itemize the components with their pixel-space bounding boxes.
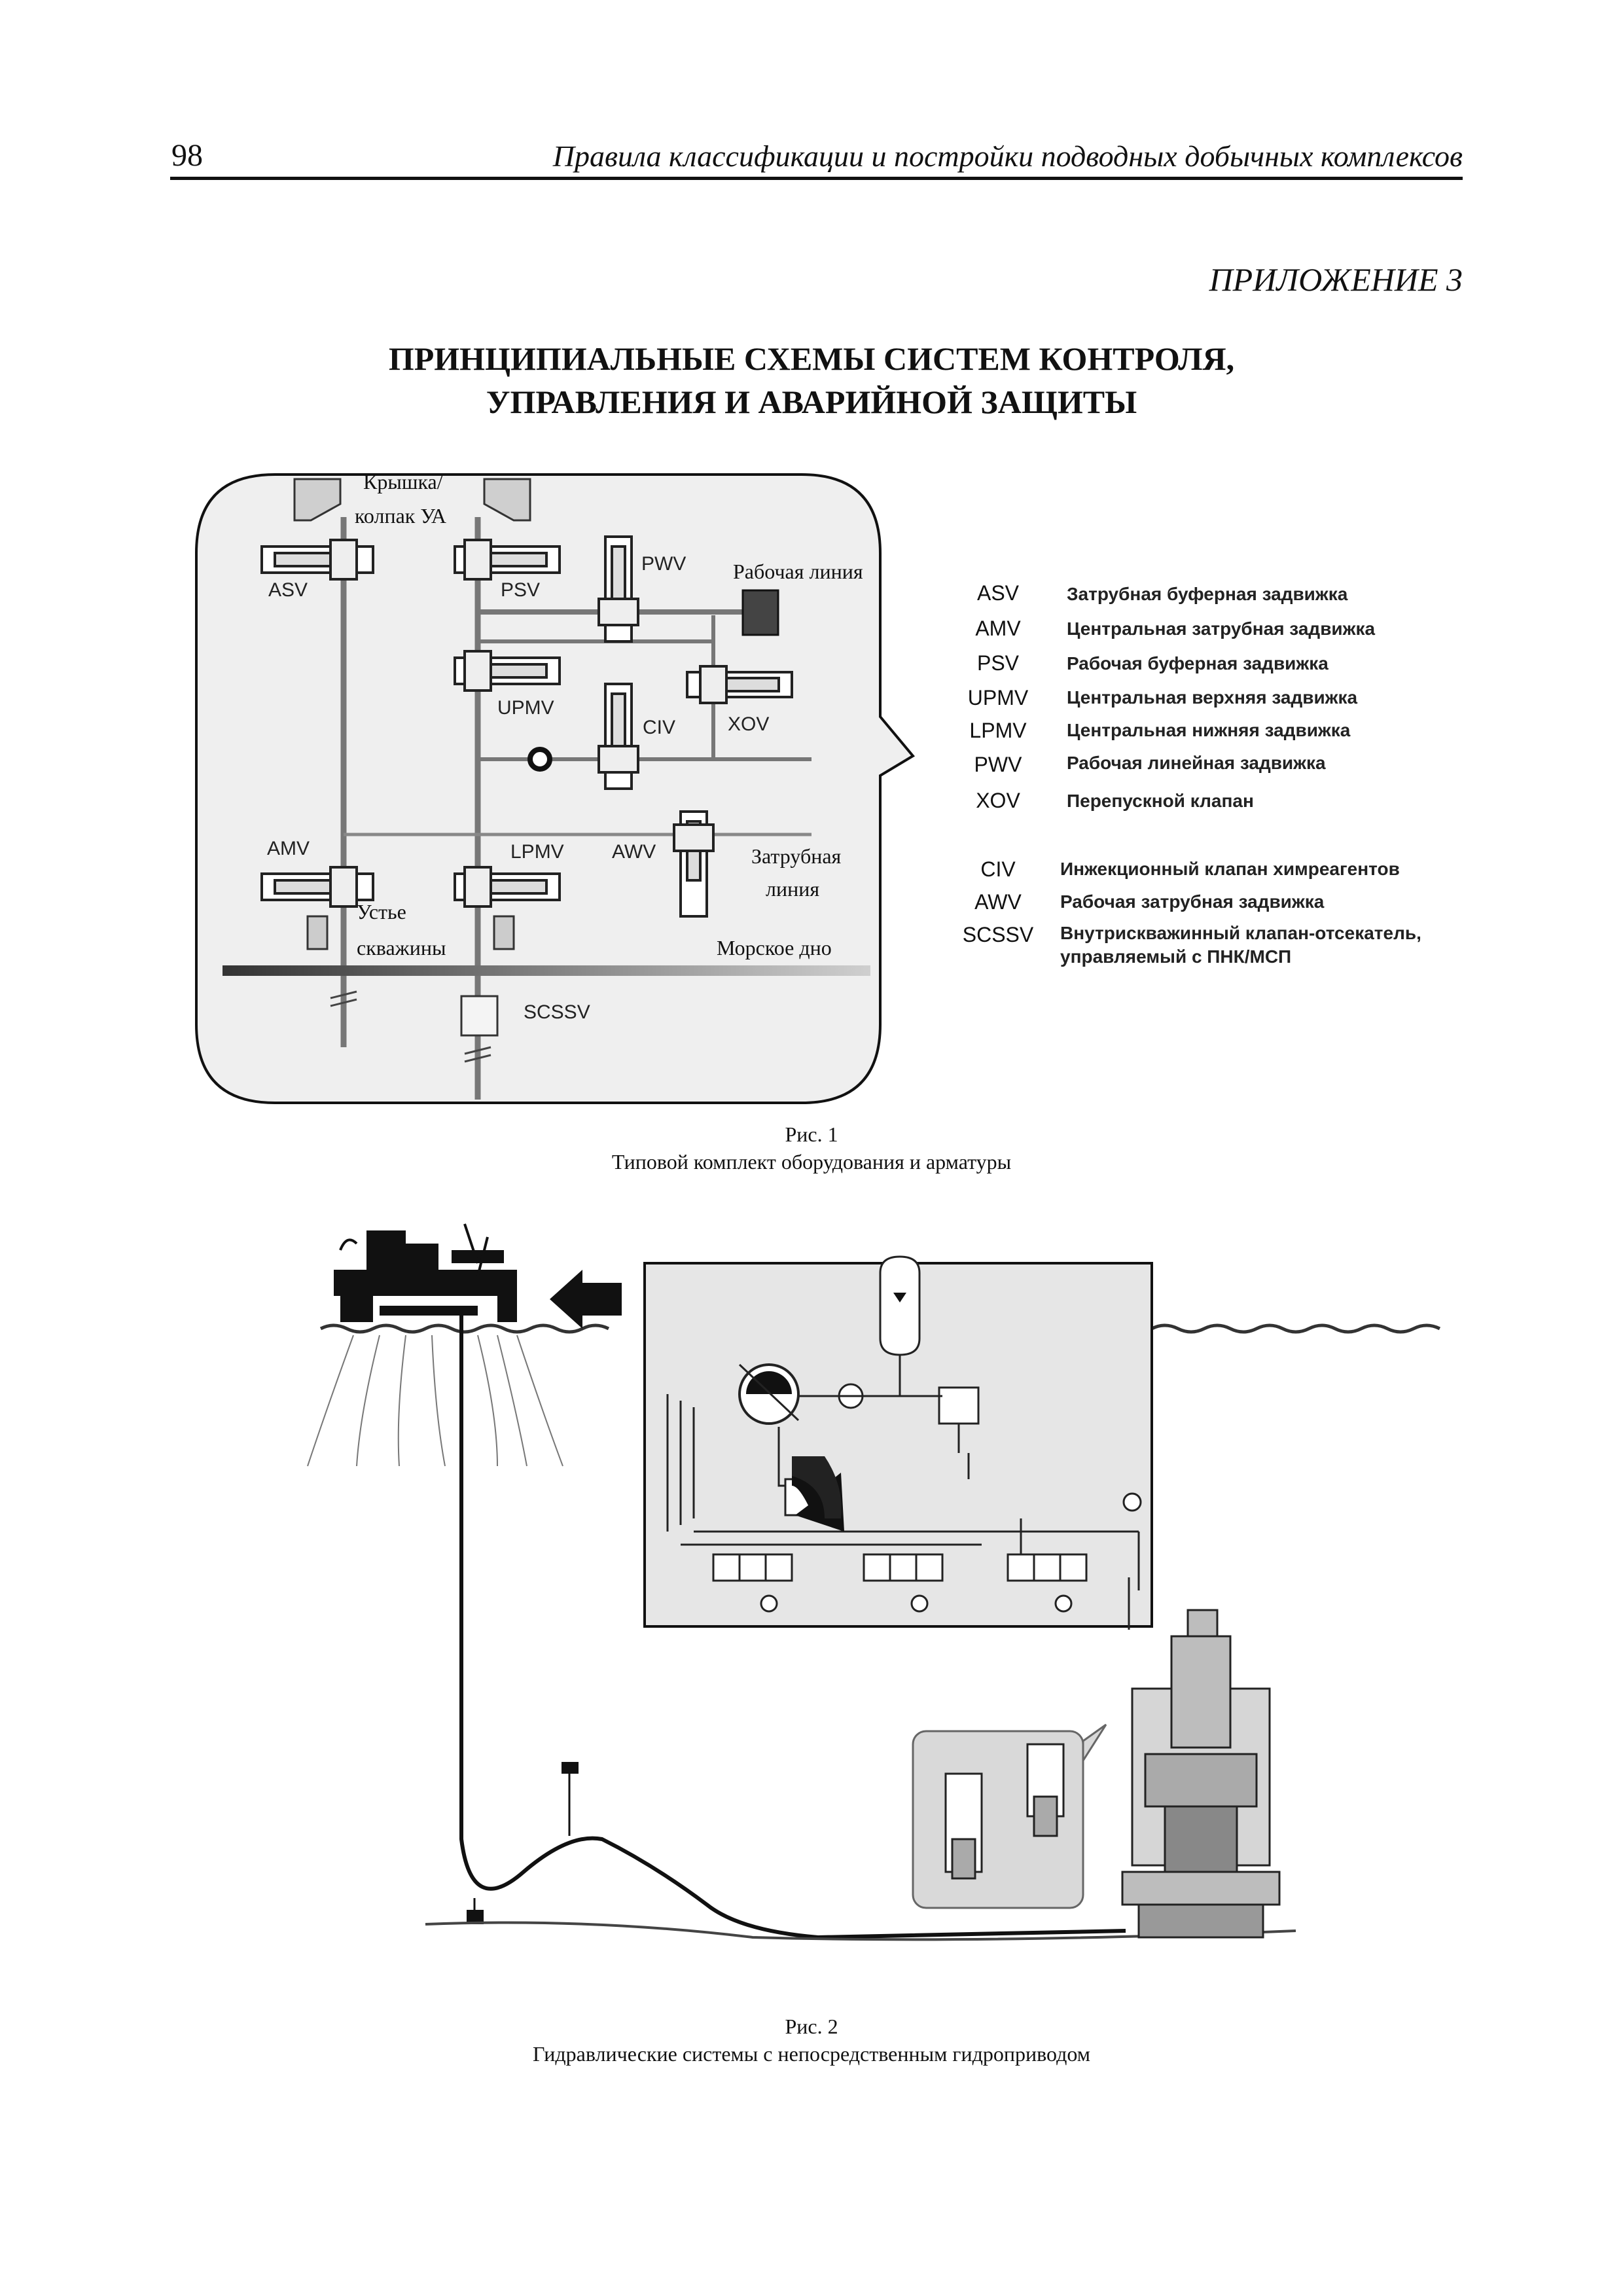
appendix-label: ПРИЛОЖЕНИЕ 3	[1209, 261, 1463, 298]
legend-abbr-psv: PSV	[976, 651, 1020, 675]
valve-psv	[454, 539, 561, 581]
cap-label-1: Крышка/	[363, 470, 443, 493]
header-rule	[170, 177, 1463, 180]
accumulator	[879, 1255, 921, 1356]
production-line-block	[741, 589, 779, 636]
title-line-1: ПРИНЦИПИАЛЬНЫЕ СХЕМЫ СИСТЕМ КОНТРОЛЯ,	[388, 340, 1235, 377]
arrow-left	[550, 1270, 622, 1329]
valve-asv	[260, 539, 374, 581]
accumulator-tip	[893, 1293, 906, 1302]
figure-2-diagram	[307, 1223, 1441, 1941]
legend-desc-civ: Инжекционный клапан химреагентов	[1060, 859, 1400, 879]
pump-fill	[746, 1371, 792, 1394]
legend-abbr-amv: AMV	[975, 617, 1021, 640]
diagram-panel	[195, 473, 916, 1104]
valve-lpmv	[454, 866, 561, 908]
cap-label-2: колпак УА	[355, 504, 446, 528]
cap-block-left	[293, 478, 342, 522]
pressure-gauge	[1122, 1492, 1142, 1512]
legend-abbr-scssv: SCSSV	[962, 923, 1034, 946]
mooring-lines	[307, 1335, 563, 1467]
scssv-block	[460, 995, 499, 1037]
label-awv: AWV	[612, 841, 656, 863]
relief-valve-1	[938, 1386, 980, 1425]
legend-abbr-asv: ASV	[976, 581, 1020, 605]
cap-block-right	[483, 478, 531, 522]
page-title: ПРИНЦИПИАЛЬНЫЕ СХЕМЫ СИСТЕМ КОНТРОЛЯ, УП…	[0, 337, 1623, 423]
figure-1-caption: Рис. 1 Типовой комплект оборудования и а…	[0, 1121, 1623, 1175]
seabed-line-fig2	[425, 1921, 1296, 1941]
anchor	[467, 1910, 484, 1924]
legend-desc-awv: Рабочая затрубная задвижка	[1060, 891, 1325, 912]
directional-valve-1	[712, 1553, 793, 1613]
label-production-line: Рабочая линия	[733, 560, 863, 583]
platform	[334, 1230, 517, 1322]
label-seabed: Морское дно	[717, 936, 832, 960]
legend-abbr-xov: XOV	[976, 789, 1020, 812]
legend-abbr-civ: CIV	[980, 857, 1016, 881]
platform-derrick	[463, 1223, 489, 1277]
valve-upmv	[454, 650, 561, 692]
legend-abbr-pwv: PWV	[974, 753, 1022, 776]
directional-valve-2	[863, 1553, 944, 1613]
pipe-break-right	[464, 1046, 491, 1063]
legend-desc-asv: Затрубная буферная задвижка	[1067, 584, 1348, 604]
legend-desc-amv: Центральная затрубная задвижка	[1067, 619, 1376, 639]
legend-desc-xov: Перепускной клапан	[1067, 791, 1254, 811]
page-number: 98	[171, 138, 203, 173]
label-pwv: PWV	[641, 553, 687, 575]
label-annulus-line-2: линия	[766, 877, 820, 901]
running-title: Правила классификации и постройки подвод…	[552, 139, 1463, 173]
sea-surface-right	[1150, 1323, 1441, 1334]
platform-operator-icon	[339, 1238, 358, 1251]
figure-1-caption-text: Типовой комплект оборудования и арматуры	[611, 1150, 1012, 1174]
legend-abbr-awv: AWV	[974, 890, 1022, 914]
wellhead-block-right	[493, 915, 515, 950]
actuator-cylinders	[944, 1743, 1065, 1880]
label-civ: CIV	[643, 717, 676, 738]
legend-desc-lpmv: Центральная нижняя задвижка	[1067, 720, 1351, 740]
title-line-2: УПРАВЛЕНИЯ И АВАРИЙНОЙ ЗАЩИТЫ	[486, 384, 1137, 420]
actuator-callout-pointer	[1082, 1723, 1107, 1765]
legend-abbr-lpmv: LPMV	[969, 719, 1027, 742]
label-amv: AMV	[267, 838, 310, 859]
valve-pwv	[597, 535, 639, 643]
label-upmv: UPMV	[497, 697, 554, 719]
pump-arrow	[738, 1363, 800, 1422]
label-xov: XOV	[728, 713, 770, 735]
check-valve	[527, 747, 552, 772]
legend-desc-pwv: Рабочая линейная задвижка	[1067, 753, 1326, 773]
pipe-break-left	[330, 990, 357, 1007]
valve-xov	[686, 665, 793, 704]
figure-2-caption: Рис. 2 Гидравлические системы с непосред…	[0, 2013, 1623, 2068]
umbilical	[459, 1316, 1126, 1940]
directional-valve-3	[1007, 1553, 1088, 1613]
label-annulus-line-1: Затрубная	[751, 844, 842, 868]
legend-desc-scssv-2: управляемый с ПНК/МСП	[1060, 946, 1292, 967]
legend-abbr-upmv: UPMV	[967, 686, 1029, 709]
sea-surface-left	[319, 1323, 610, 1334]
legend-desc-scssv: Внутрискважинный клапан-отсекатель,	[1060, 923, 1421, 943]
valve-civ	[597, 683, 639, 790]
buoy	[562, 1762, 579, 1774]
subsea-tree	[1121, 1609, 1281, 1939]
label-wellhead-1: Устье	[357, 900, 406, 924]
legend-desc-upmv: Центральная верхняя задвижка	[1067, 687, 1358, 708]
curved-pipe-icon	[792, 1456, 842, 1518]
label-psv: PSV	[501, 579, 541, 601]
label-lpmv: LPMV	[510, 841, 564, 863]
wellhead-block-left	[306, 915, 329, 950]
label-asv: ASV	[268, 579, 308, 601]
figure-2-caption-number: Рис. 2	[785, 2015, 838, 2038]
figure-2-caption-text: Гидравлические системы с непосредственны…	[532, 2042, 1090, 2066]
legend-desc-psv: Рабочая буферная задвижка	[1067, 653, 1329, 673]
figure-1-caption-number: Рис. 1	[785, 1122, 838, 1146]
valve-amv	[260, 866, 374, 908]
valve-awv	[673, 810, 715, 918]
label-wellhead-2: скважины	[357, 936, 446, 960]
seabed-line	[223, 965, 870, 976]
label-scssv: SCSSV	[524, 1001, 590, 1023]
